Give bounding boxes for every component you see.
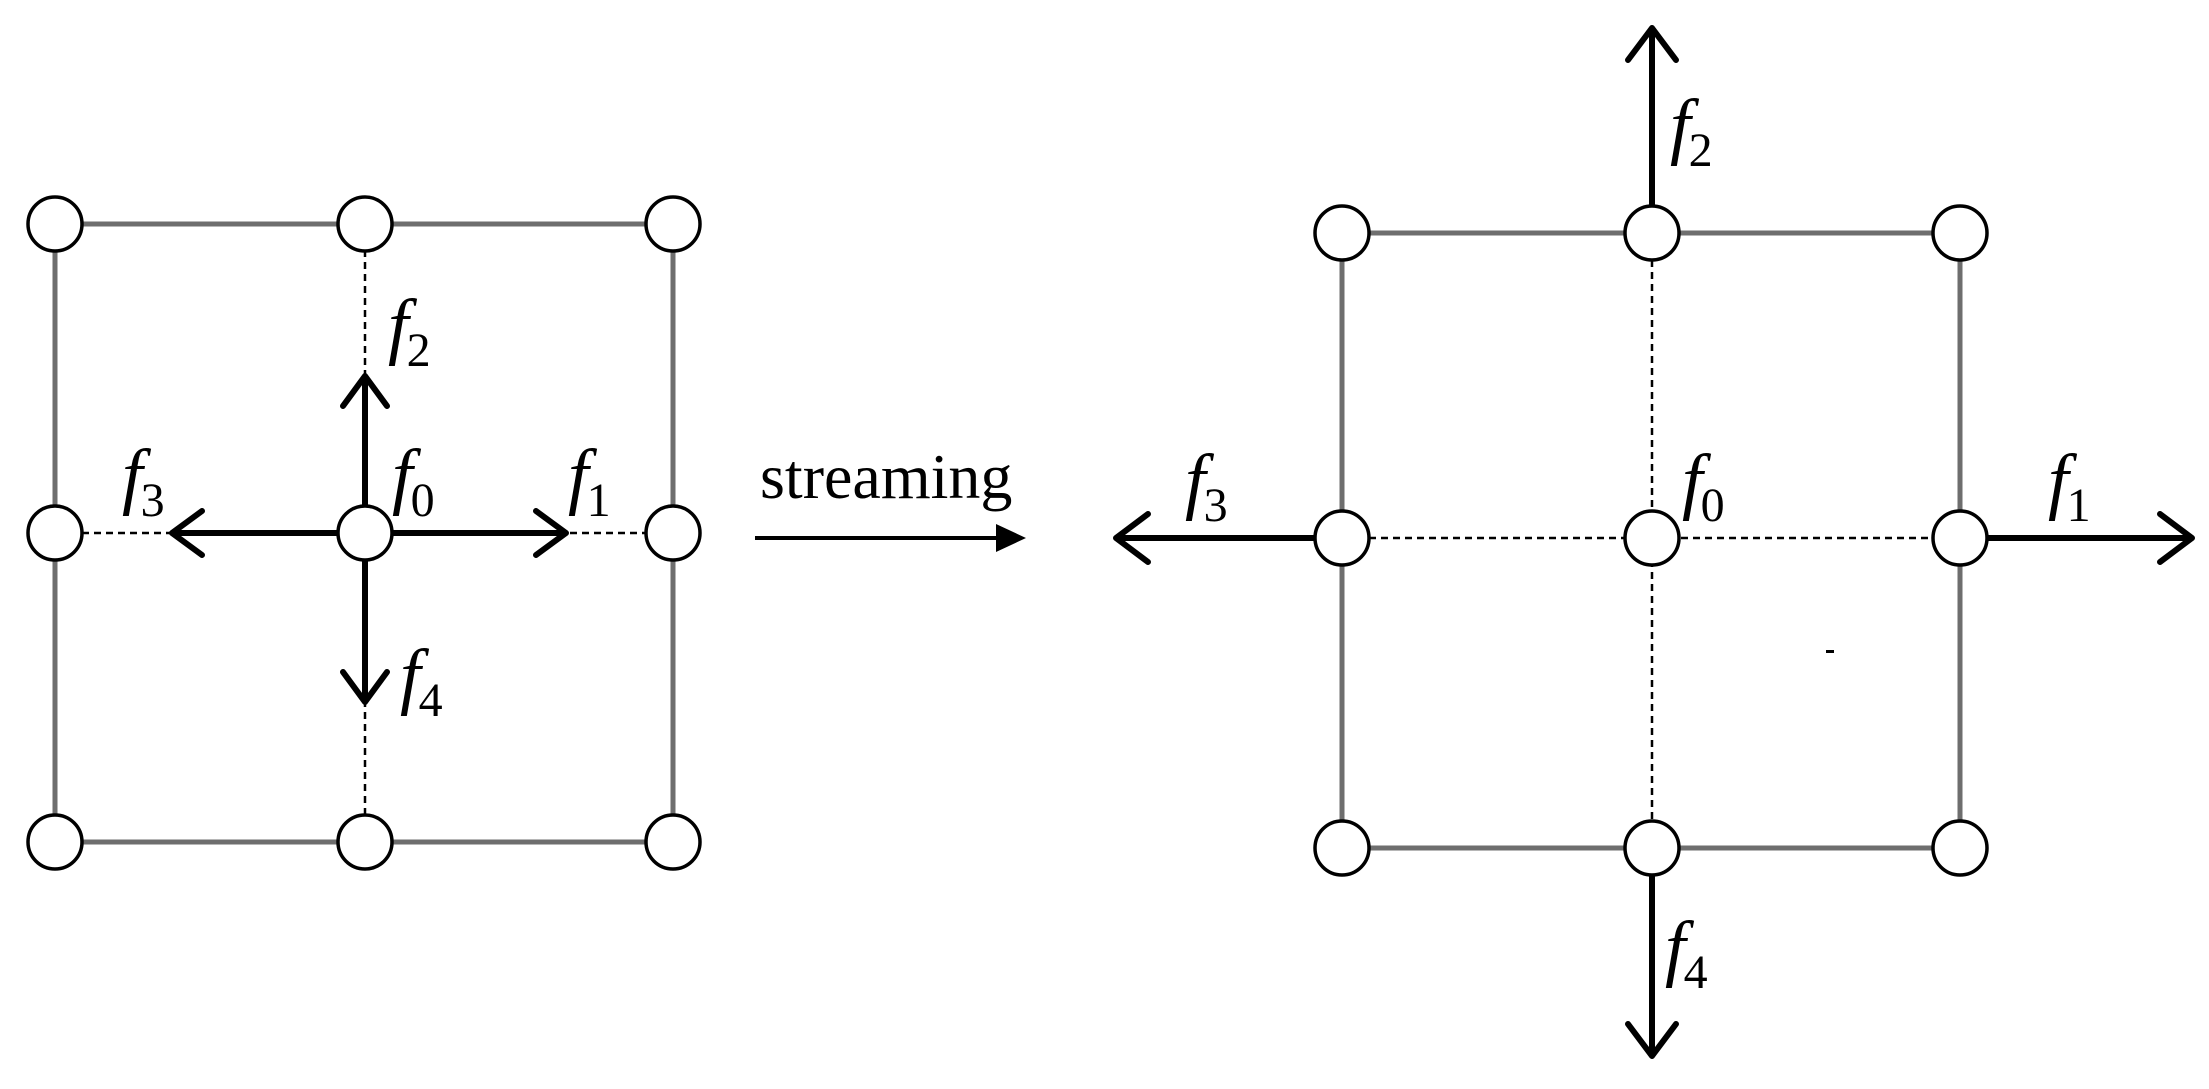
- left-label-f2: f2: [388, 285, 431, 377]
- right-node-tl: [1313, 204, 1371, 262]
- streaming-transition: streaming: [755, 441, 1026, 552]
- left-node-center: [336, 504, 394, 562]
- right-node-mr: [1931, 509, 1989, 567]
- left-node-mr: [644, 504, 702, 562]
- left-node-tl: [26, 195, 84, 253]
- right-node-ml: [1313, 509, 1371, 567]
- right-node-br: [1931, 819, 1989, 877]
- right-lattice: f2 f3 f0 f1 f4: [1113, 25, 2195, 1059]
- right-node-tr: [1931, 204, 1989, 262]
- left-label-f0: f0: [392, 435, 435, 527]
- right-label-f0: f0: [1682, 440, 1725, 532]
- right-label-f2: f2: [1670, 85, 1713, 177]
- right-node-center: [1623, 509, 1681, 567]
- right-arrow-f4-head: [1625, 1021, 1679, 1059]
- left-node-tc: [336, 195, 394, 253]
- left-node-bl: [26, 813, 84, 871]
- left-node-br: [644, 813, 702, 871]
- left-arrow-f2-head: [340, 373, 390, 409]
- stray-dot: [1826, 650, 1834, 653]
- left-label-f4: f4: [400, 635, 443, 727]
- right-label-f3: f3: [1185, 440, 1228, 532]
- left-node-tr: [644, 195, 702, 253]
- left-label-f1: f1: [568, 435, 611, 527]
- right-label-f1: f1: [2048, 440, 2091, 532]
- left-node-ml: [26, 504, 84, 562]
- right-arrow-f3-head: [1113, 511, 1151, 565]
- right-arrow-f2-head: [1625, 25, 1679, 63]
- left-label-f3: f3: [122, 435, 165, 527]
- left-arrow-f1-head: [533, 508, 569, 558]
- streaming-arrow-head: [996, 524, 1026, 552]
- right-arrow-f1-head: [2157, 511, 2195, 565]
- right-node-tc: [1623, 204, 1681, 262]
- right-node-bl: [1313, 819, 1371, 877]
- right-label-f4: f4: [1665, 907, 1708, 999]
- left-arrow-f3-head: [169, 508, 205, 558]
- right-node-bc: [1623, 819, 1681, 877]
- left-arrow-f4-head: [340, 669, 390, 705]
- streaming-label: streaming: [760, 441, 1012, 512]
- left-lattice: f2 f3 f0 f1 f4: [26, 195, 702, 871]
- left-node-bc: [336, 813, 394, 871]
